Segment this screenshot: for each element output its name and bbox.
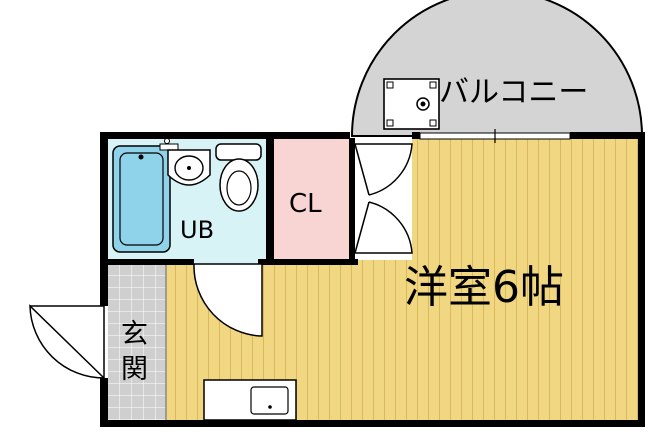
entrance-door-icon (29, 304, 105, 380)
bathtub-icon (112, 145, 171, 253)
unit-bath-label: UB (180, 216, 214, 244)
closet-floor (274, 138, 349, 260)
balcony-label: バルコニー (439, 75, 588, 110)
bathroom-door-icon (193, 263, 263, 337)
closet-doors-icon (354, 143, 413, 254)
balcony-window (419, 129, 571, 143)
kitchen-sink-icon (203, 379, 297, 421)
toilet-icon (215, 143, 262, 212)
balcony: バルコニー (350, 0, 644, 137)
ac-outdoor-unit-icon (383, 78, 440, 130)
closet-label: CL (289, 189, 322, 219)
washbasin-icon (167, 149, 211, 186)
entrance-floor (108, 264, 166, 420)
entrance-label-line2: 関 (121, 354, 148, 385)
western-room-label: 洋室6帖 (404, 262, 564, 313)
entrance-label-line1: 玄 (121, 319, 148, 350)
walls (100, 132, 645, 427)
